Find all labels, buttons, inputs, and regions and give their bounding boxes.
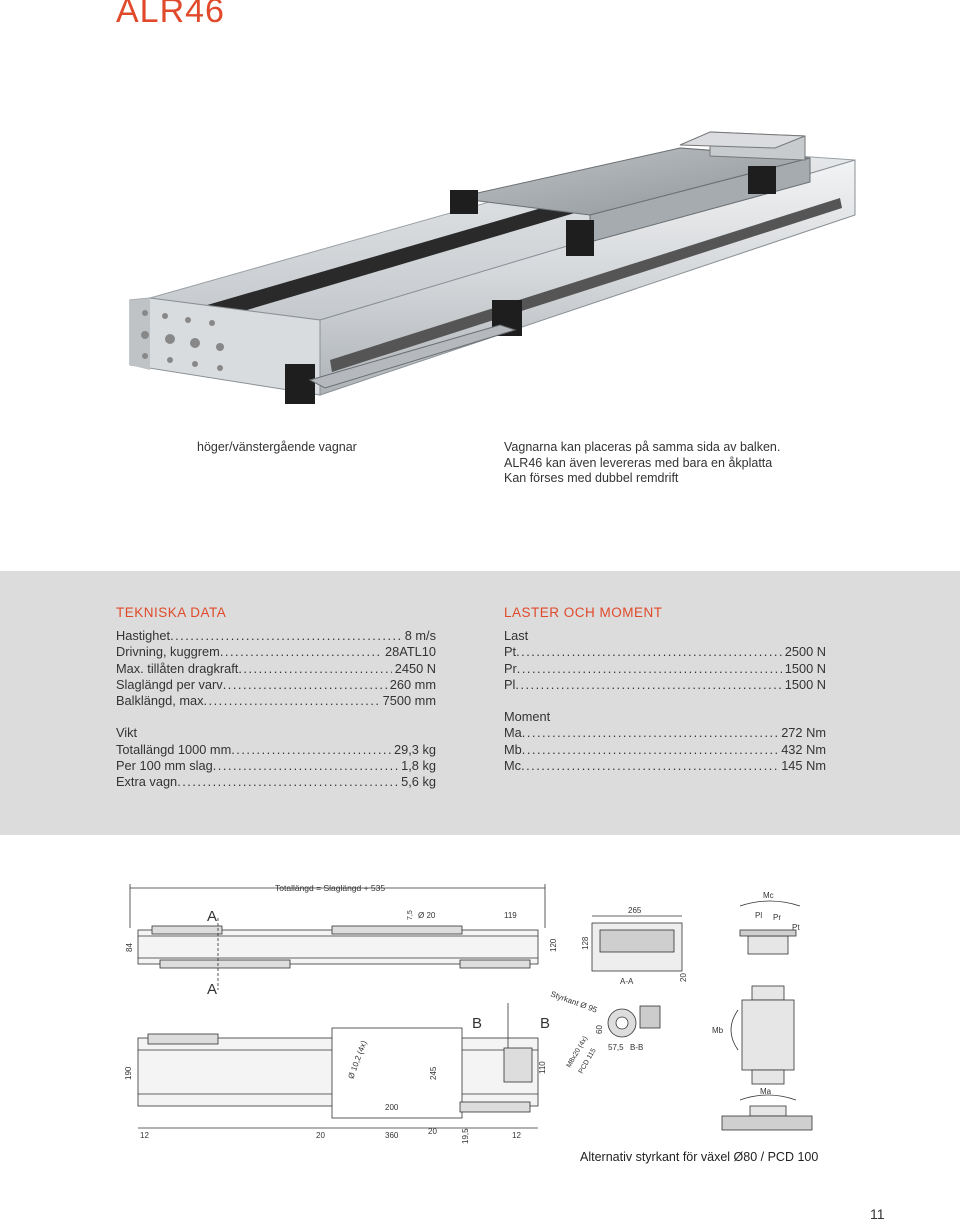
dim-57-5: 57,5 xyxy=(608,1043,624,1052)
dim-60: 60 xyxy=(595,1025,604,1034)
section-b-left: B xyxy=(472,1015,482,1032)
weight-row: Per 100 mm slag.........................… xyxy=(116,758,436,774)
moment-value: 432 Nm xyxy=(781,741,826,757)
dim-119: 119 xyxy=(504,911,517,920)
carriage-direction-caption: höger/vänstergående vagnar xyxy=(197,440,357,454)
force-mb: Mb xyxy=(712,1026,724,1035)
spec-value: 29,3 kg xyxy=(394,741,436,757)
page-title: ALR46 xyxy=(116,0,225,30)
weight-row: Extra vagn..............................… xyxy=(116,774,436,790)
spec-band xyxy=(0,571,960,835)
moment-value: 272 Nm xyxy=(781,725,826,741)
moment-row: Mc......................................… xyxy=(504,758,826,774)
technical-drawing: Totallängd = Slaglängd + 535 A A 84 Ø 20… xyxy=(124,883,813,1144)
dim-200: 200 xyxy=(385,1103,399,1112)
dim-20-aa: 20 xyxy=(679,973,688,982)
moment-row: Ma......................................… xyxy=(504,725,826,741)
dim-19-5: 19,5 xyxy=(461,1128,470,1144)
section-b-right: B xyxy=(540,1015,550,1032)
weight-heading: Vikt xyxy=(116,725,138,741)
spec-value: 1,8 kg xyxy=(401,758,436,774)
last-heading: Last xyxy=(504,628,529,643)
spec-label: Per 100 mm slag xyxy=(116,758,213,774)
moment-row: Mb......................................… xyxy=(504,741,826,757)
force-mc: Mc xyxy=(763,891,774,900)
section-bb-label: B-B xyxy=(630,1043,643,1052)
load-value: 1500 N xyxy=(784,660,826,676)
spec-row: Hastighet...............................… xyxy=(116,628,436,643)
section-aa-label: A-A xyxy=(620,977,634,986)
spec-label: Extra vagn xyxy=(116,774,178,790)
load-value: 1500 N xyxy=(784,676,826,692)
dim-110: 110 xyxy=(538,1061,547,1074)
spec-value: 7500 mm xyxy=(382,693,436,709)
force-pt: Pt xyxy=(792,923,800,932)
dim-245: 245 xyxy=(429,1066,438,1080)
alternative-caption: Alternativ styrkant för växel Ø80 / PCD … xyxy=(580,1150,819,1164)
force-pl: Pl xyxy=(755,911,762,920)
section-a-bottom: A xyxy=(207,981,217,998)
moment-heading: Moment xyxy=(504,709,551,725)
product-image xyxy=(129,131,856,404)
moment-label: Ma xyxy=(504,725,522,741)
spec-row: Drivning, kuggrem.......................… xyxy=(116,644,436,660)
dim-20-right: 20 xyxy=(428,1127,437,1136)
load-label: Pr xyxy=(504,660,517,676)
force-pr: Pr xyxy=(773,913,781,922)
section-a-top: A xyxy=(207,908,217,925)
dim-d20: Ø 20 xyxy=(418,911,436,920)
dim-265: 265 xyxy=(628,906,642,915)
spec-label: Drivning, kuggrem xyxy=(116,644,220,660)
dim-120: 120 xyxy=(549,938,558,952)
total-length-label: Totallängd = Slaglängd + 535 xyxy=(275,883,385,893)
product-notes: Vagnarna kan placeras på samma sida av b… xyxy=(504,440,780,487)
spec-label: Totallängd 1000 mm xyxy=(116,741,232,757)
load-row: Pr......................................… xyxy=(504,660,826,676)
loads-list: Last Pt.................................… xyxy=(504,628,826,774)
spec-row: Balklängd, max..........................… xyxy=(116,693,436,709)
spec-value: 8 m/s xyxy=(404,628,436,643)
product-note: ALR46 kan även levereras med bara en åkp… xyxy=(504,455,773,470)
tech-data-heading: TEKNISKA DATA xyxy=(116,605,227,620)
dim-190: 190 xyxy=(124,1066,133,1080)
moment-value: 145 Nm xyxy=(781,758,826,774)
spec-value: 260 mm xyxy=(389,676,436,692)
dim-12-left: 12 xyxy=(140,1131,149,1140)
dim-84: 84 xyxy=(125,943,134,952)
load-row: Pt......................................… xyxy=(504,644,826,660)
spec-label: Slaglängd per varv xyxy=(116,676,223,692)
dim-128: 128 xyxy=(581,936,590,950)
page-number: 11 xyxy=(870,1206,885,1222)
spec-label: Max. tillåten dragkraft xyxy=(116,660,239,676)
weight-row: Totallängd 1000 mm......................… xyxy=(116,741,436,757)
spec-value: 2450 N xyxy=(394,660,436,676)
spec-label: Balklängd, max xyxy=(116,693,204,709)
loads-heading: LASTER OCH MOMENT xyxy=(504,605,663,620)
load-label: Pt xyxy=(504,644,517,660)
dim-7-5: 7,5 xyxy=(407,910,414,920)
product-note: Vagnarna kan placeras på samma sida av b… xyxy=(504,440,781,454)
dim-12-right: 12 xyxy=(512,1131,521,1140)
spec-row: Max. tillåten dragkraft.................… xyxy=(116,660,436,676)
moment-label: Mb xyxy=(504,741,522,757)
load-label: Pl xyxy=(504,676,516,692)
product-note: Kan förses med dubbel remdrift xyxy=(504,471,679,485)
styrkant-label: Styrkant Ø 95 xyxy=(549,989,599,1014)
force-ma: Ma xyxy=(760,1087,772,1096)
load-value: 2500 N xyxy=(784,644,826,660)
tech-data-list: Hastighet...............................… xyxy=(116,628,436,791)
load-row: Pl......................................… xyxy=(504,676,826,692)
spec-value: 5,6 kg xyxy=(401,774,436,790)
dim-360: 360 xyxy=(385,1131,399,1140)
spec-value: 28ATL10 xyxy=(385,644,436,660)
spec-label: Hastighet xyxy=(116,628,171,643)
moment-label: Mc xyxy=(504,758,522,774)
dim-20-left: 20 xyxy=(316,1131,325,1140)
spec-row: Slaglängd per varv......................… xyxy=(116,676,436,692)
